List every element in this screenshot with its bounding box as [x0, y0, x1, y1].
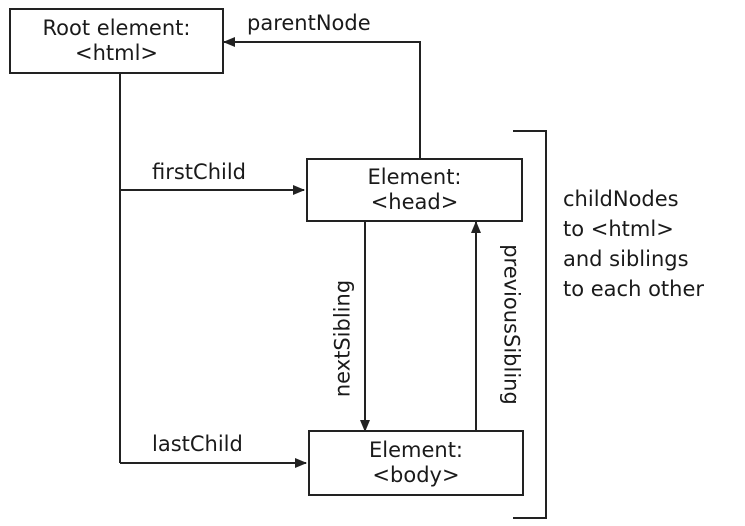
edge-parentNode: [223, 37, 421, 158]
node-head-line1: Element:: [367, 165, 462, 189]
label-firstChild: firstChild: [152, 160, 247, 184]
node-head-line2: <head>: [370, 190, 459, 214]
node-body-line2: <body>: [372, 463, 460, 487]
node-head: Element: <head>: [306, 158, 523, 222]
label-parentNode: parentNode: [247, 11, 371, 35]
node-root-line2: <html>: [74, 41, 159, 65]
label-previousSibling: previousSibling: [499, 244, 524, 405]
childnodes-annotation: childNodes to <html> and siblings to eac…: [563, 184, 704, 304]
label-nextSibling: nextSibling: [330, 279, 355, 398]
childnodes-bracket: [513, 130, 547, 519]
node-root-line1: Root element:: [42, 16, 191, 40]
label-lastChild: lastChild: [152, 432, 243, 456]
annotation-line-1: childNodes: [563, 187, 679, 211]
node-body-line1: Element:: [368, 438, 464, 462]
annotation-line-3: and siblings: [563, 247, 689, 271]
node-body: Element: <body>: [308, 430, 524, 496]
annotation-line-4: to each other: [563, 277, 705, 301]
node-root-html: Root element: <html>: [9, 8, 224, 74]
annotation-line-2: to <html>: [563, 217, 674, 241]
